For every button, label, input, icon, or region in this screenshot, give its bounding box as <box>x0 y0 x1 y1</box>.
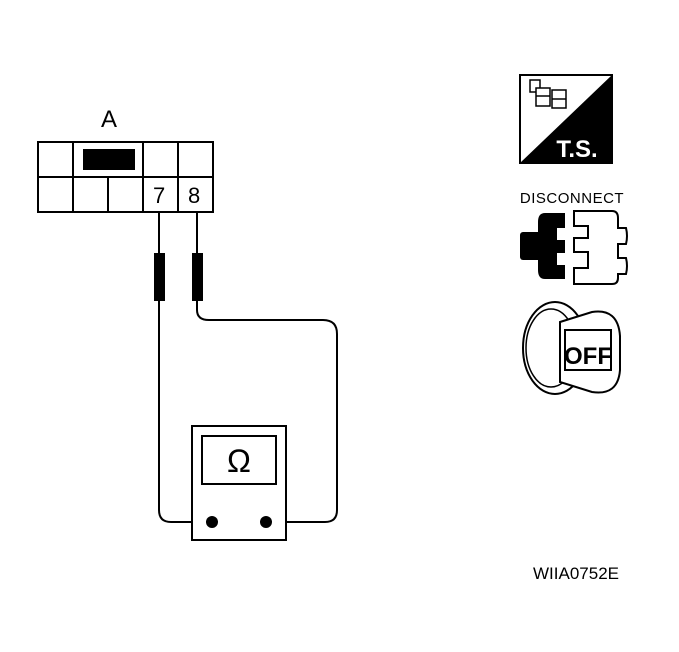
figure-id: WIIA0752E <box>533 564 619 583</box>
off-label: OFF <box>564 343 612 370</box>
disconnect-label: DISCONNECT <box>520 190 624 207</box>
ts-label: T.S. <box>556 136 597 163</box>
ohm-symbol: Ω <box>227 443 251 479</box>
ignition-off-icon: OFF <box>522 301 621 395</box>
connector-pair-icon <box>529 79 567 109</box>
connector-a: A 7 8 <box>37 106 214 213</box>
probe-left <box>154 212 165 301</box>
pin-7-label: 7 <box>153 183 165 208</box>
connector-label: A <box>101 106 117 133</box>
meter-display <box>201 435 277 485</box>
ohmmeter: Ω <box>191 425 287 541</box>
lead-wire-left <box>158 300 212 523</box>
lead-wire-right <box>196 300 338 523</box>
disconnect-icon: DISCONNECT <box>520 190 628 285</box>
connector-lock-tab <box>83 149 135 170</box>
pin-8-label: 8 <box>188 183 200 208</box>
meter-terminal-left <box>206 516 218 528</box>
probe-right <box>192 212 203 301</box>
meter-terminal-right <box>260 516 272 528</box>
ts-icon: T.S. <box>519 74 613 164</box>
